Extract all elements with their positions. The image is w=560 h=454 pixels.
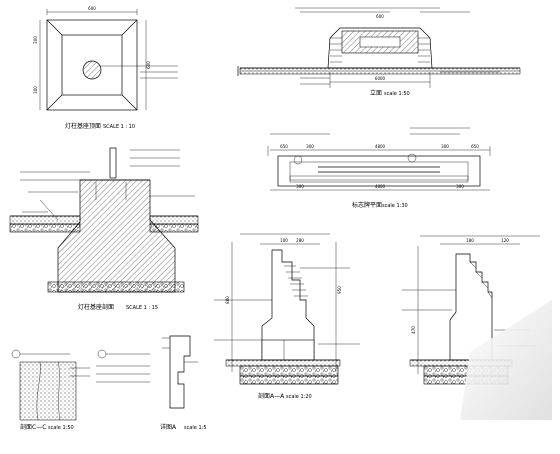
elevation-scale: scale 1:50 — [384, 91, 410, 97]
elevation-dim-total: 6000 — [375, 76, 386, 81]
section-a-caption: 剖面A—A — [258, 392, 285, 400]
plan-scale: scale 1:30 — [382, 203, 408, 209]
section-a-dim-top2: 280 — [296, 238, 304, 243]
section-b-dim-a: 180 — [466, 238, 474, 243]
plan-dim-h: 300 — [456, 184, 464, 189]
section-b-dim-b: 120 — [501, 238, 509, 243]
section-c-c: 剖面C—C scale 1:50 — [11, 349, 90, 431]
plan-caption: 标志牌平面 — [352, 201, 382, 209]
plan-dim-f: 300 — [296, 184, 304, 189]
plan-dim-b: 300 — [306, 144, 314, 149]
lamp-base-section: 灯柱基座剖面 SCALE 1 : 15 — [9, 147, 199, 311]
top-view-dim-lower: 300 — [33, 86, 38, 94]
section-b: 180 120 470 — [402, 235, 552, 420]
plan-dim-d: 300 — [441, 144, 449, 149]
section-a-a: 100 280 880 950 剖面A—A scale 1:20 — [214, 233, 360, 400]
detail-a-scale: scale 1:5 — [184, 425, 207, 431]
section-a-scale: scale 1:20 — [286, 394, 312, 400]
top-view-dim-upper: 300 — [33, 36, 38, 44]
elevation-dim-top: 600 — [376, 14, 384, 19]
sign-wall-elevation: 6000 600 立面 scale 1:50 — [237, 7, 521, 97]
plan-dim-a: 650 — [280, 144, 288, 149]
section-b-dim-height: 470 — [411, 326, 416, 334]
lamp-base-top-view: 600 300 300 600 灯柱基座顶面 SCALE 1 : 10 — [33, 6, 178, 130]
top-view-dim-right: 600 — [146, 61, 151, 69]
top-view-dim-width: 600 — [88, 6, 96, 11]
detail-a: 详图A scale 1:5 — [96, 335, 207, 431]
detail-a-caption: 详图A — [160, 423, 177, 431]
elevation-caption: 立面 — [370, 89, 382, 97]
sign-plan-view: 650 300 4800 300 650 300 4800 300 标志牌平面 … — [267, 127, 491, 209]
section-a-dim-top: 100 — [280, 238, 288, 243]
section-c-caption: 剖面C—C — [20, 423, 46, 431]
section-c-scale: scale 1:50 — [48, 425, 74, 431]
section-a-dim-height: 880 — [225, 296, 230, 304]
top-view-caption: 灯柱基座顶面 — [65, 122, 101, 130]
lamp-section-caption: 灯柱基座剖面 — [78, 303, 114, 311]
top-view-scale: SCALE 1 : 10 — [103, 124, 135, 130]
plan-dim-g: 4800 — [375, 184, 386, 189]
plan-dim-c: 4800 — [375, 144, 386, 149]
section-a-dim-right: 950 — [337, 286, 342, 294]
plan-dim-e: 650 — [471, 144, 479, 149]
lamp-section-scale: SCALE 1 : 15 — [126, 305, 158, 311]
